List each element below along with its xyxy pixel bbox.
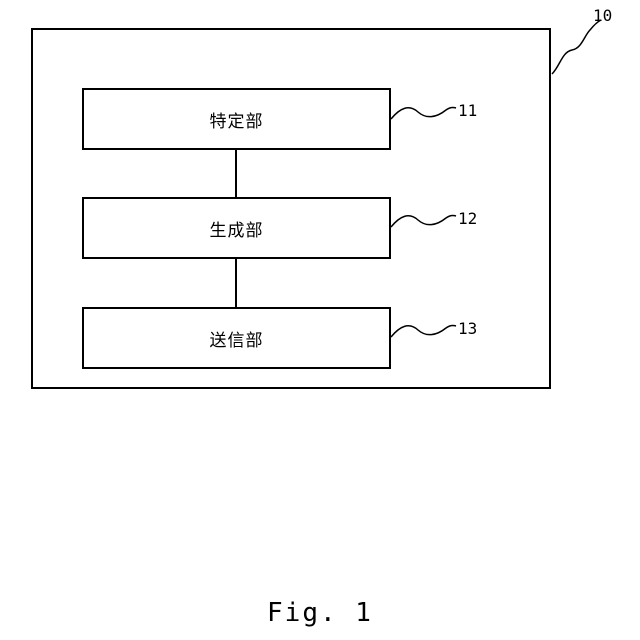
block-label: 特定部 xyxy=(210,107,264,132)
ref-number-13: 13 xyxy=(458,321,477,337)
block-generation-unit: 生成部 xyxy=(82,197,391,259)
connector-line xyxy=(235,259,237,307)
ref-number-12: 12 xyxy=(458,211,477,227)
ref-number-11: 11 xyxy=(458,103,477,119)
leader-line-10 xyxy=(552,20,601,74)
connector-line xyxy=(235,150,237,197)
figure-caption: Fig. 1 xyxy=(0,598,640,628)
block-identification-unit: 特定部 xyxy=(82,88,391,150)
block-transmission-unit: 送信部 xyxy=(82,307,391,369)
block-label: 送信部 xyxy=(210,326,264,351)
block-label: 生成部 xyxy=(210,216,264,241)
ref-number-10: 10 xyxy=(593,8,612,24)
